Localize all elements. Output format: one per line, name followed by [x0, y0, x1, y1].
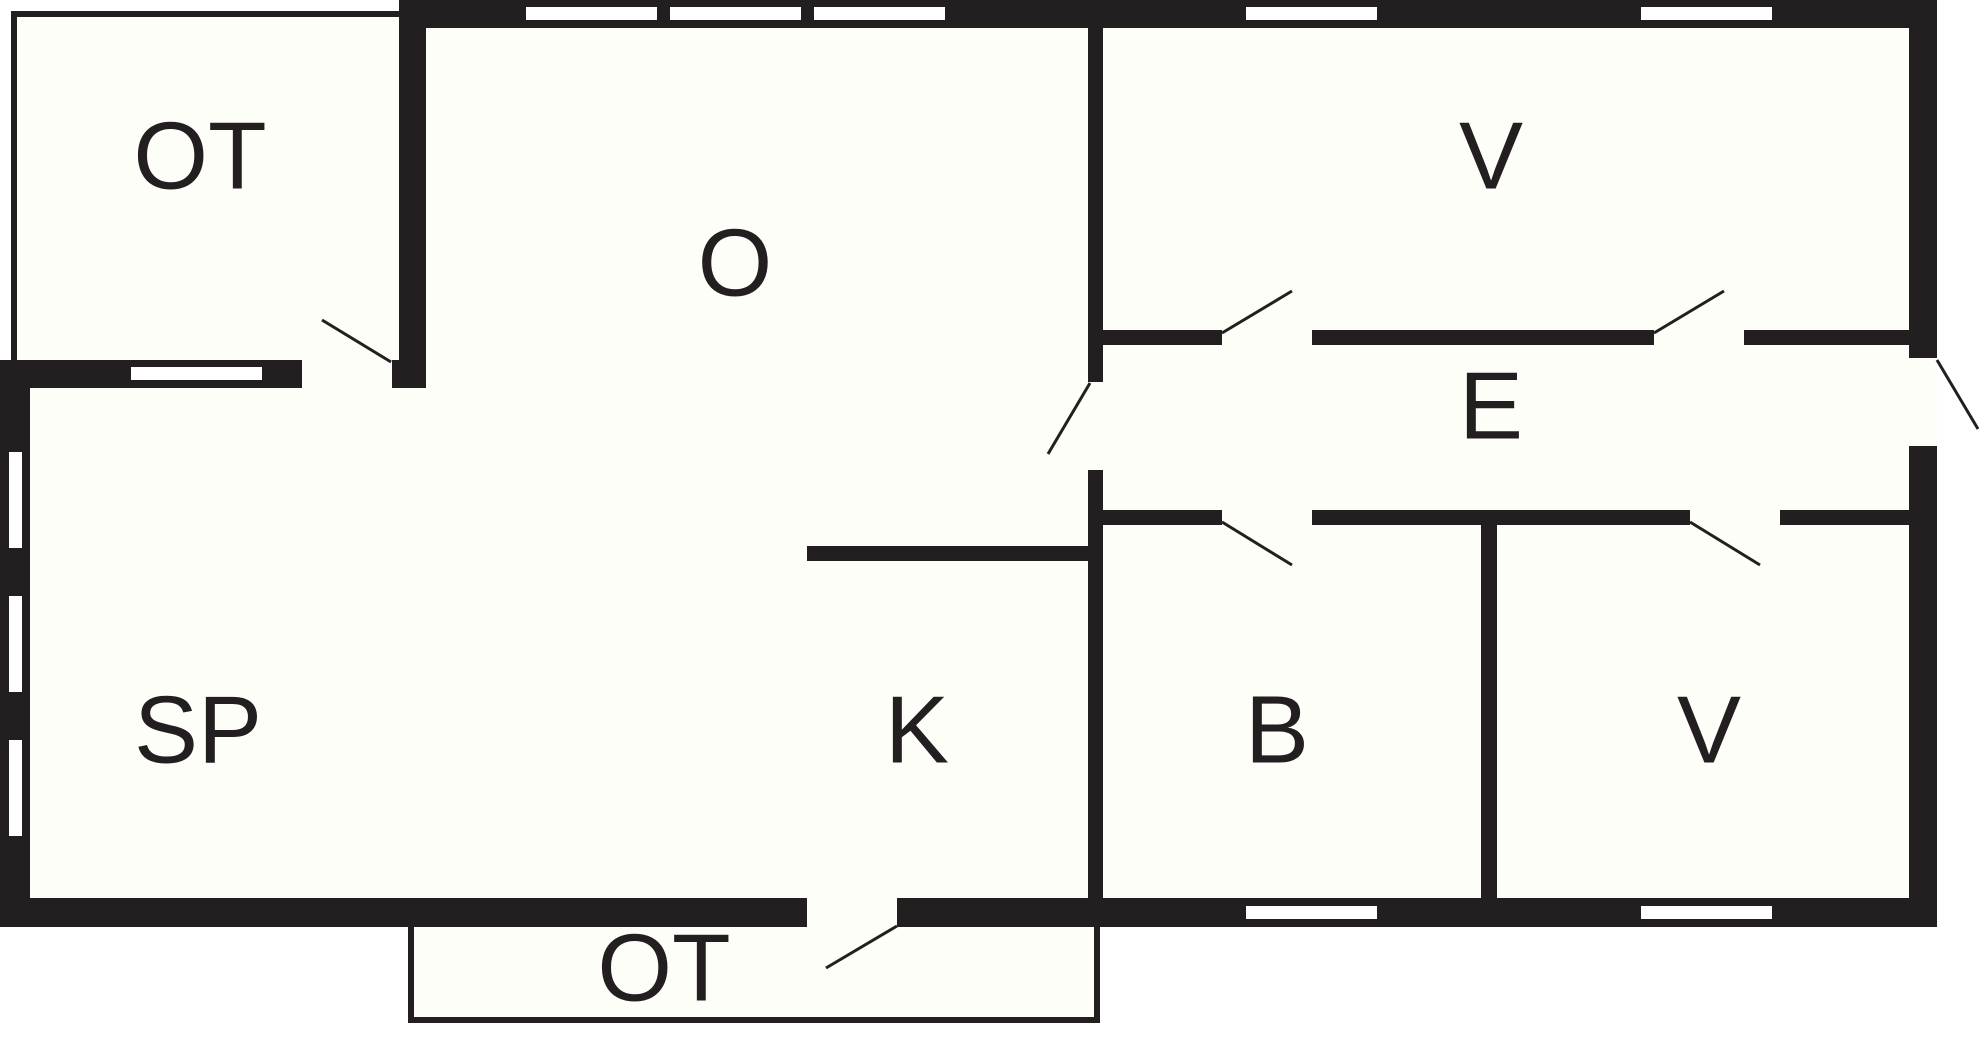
door-swing-v-top-2: [1653, 289, 1725, 335]
opening-b: [1222, 510, 1312, 525]
wall-interior-vertical-upper: [1088, 26, 1103, 382]
opening-ot-top: [302, 360, 392, 388]
window-left-1: [9, 452, 22, 548]
wall-ot-bottom-right: [1094, 926, 1100, 1023]
window-top-1: [526, 7, 657, 20]
room-label-v-bottom: V: [1677, 676, 1741, 783]
door-swing-bottom-ot: [825, 924, 898, 970]
door-swings: [321, 289, 1980, 970]
room-label-k: K: [885, 676, 949, 783]
opening-e-left: [1088, 382, 1103, 470]
room-label-ot-top: OT: [133, 102, 266, 209]
floor-main-upper: [426, 26, 1914, 388]
opening-v-top-2: [1654, 330, 1744, 345]
wall-right-upper: [1909, 0, 1937, 358]
wall-b-v: [1481, 520, 1497, 900]
room-label-e: E: [1459, 352, 1523, 459]
window-bottom-2: [1641, 906, 1772, 919]
room-label-o: O: [698, 209, 773, 316]
floor-ot-top: [15, 15, 399, 363]
door-swing-right: [1935, 359, 1980, 430]
room-label-sp: SP: [134, 676, 262, 783]
opening-v-bottom: [1690, 510, 1780, 525]
room-label-b: B: [1245, 676, 1309, 783]
floor-ot-bottom: [412, 926, 1096, 1020]
wall-right-lower: [1909, 446, 1937, 927]
window-left-3: [9, 740, 22, 836]
wall-ot-o-divider: [399, 0, 426, 388]
door-swing-v-bottom: [1689, 520, 1761, 567]
wall-kitchen-partition: [807, 546, 1090, 561]
window-top-3: [814, 7, 945, 20]
floor-areas: [15, 15, 1914, 1020]
wall-ot-top-top: [11, 11, 401, 17]
room-labels: OT O V E SP K B V OT: [133, 102, 1741, 1021]
door-openings: [302, 330, 1937, 927]
windows: [9, 7, 1772, 919]
door-swing-b: [1221, 520, 1293, 567]
window-ot-top: [131, 367, 262, 380]
room-label-ot-bottom: OT: [597, 914, 730, 1021]
floor-main-lower: [28, 384, 1914, 901]
wall-ot-bottom-left: [408, 926, 414, 1023]
opening-bottom-ot: [807, 898, 897, 927]
room-label-v-top: V: [1459, 102, 1523, 209]
window-top-4: [1246, 7, 1377, 20]
window-left-2: [9, 596, 22, 692]
wall-bottom: [0, 898, 1937, 927]
window-top-2: [670, 7, 801, 20]
opening-v-top-1: [1222, 330, 1312, 345]
door-swing-v-top-1: [1221, 289, 1293, 335]
wall-interior-vertical-lower: [1088, 470, 1103, 900]
wall-ot-bottom-base: [408, 1017, 1100, 1023]
window-bottom-1: [1246, 906, 1377, 919]
wall-ot-top-left: [11, 11, 17, 363]
door-swing-ot-top: [321, 318, 392, 364]
window-top-5: [1641, 7, 1772, 20]
door-swing-e-left: [1046, 382, 1092, 455]
opening-right: [1909, 358, 1937, 446]
